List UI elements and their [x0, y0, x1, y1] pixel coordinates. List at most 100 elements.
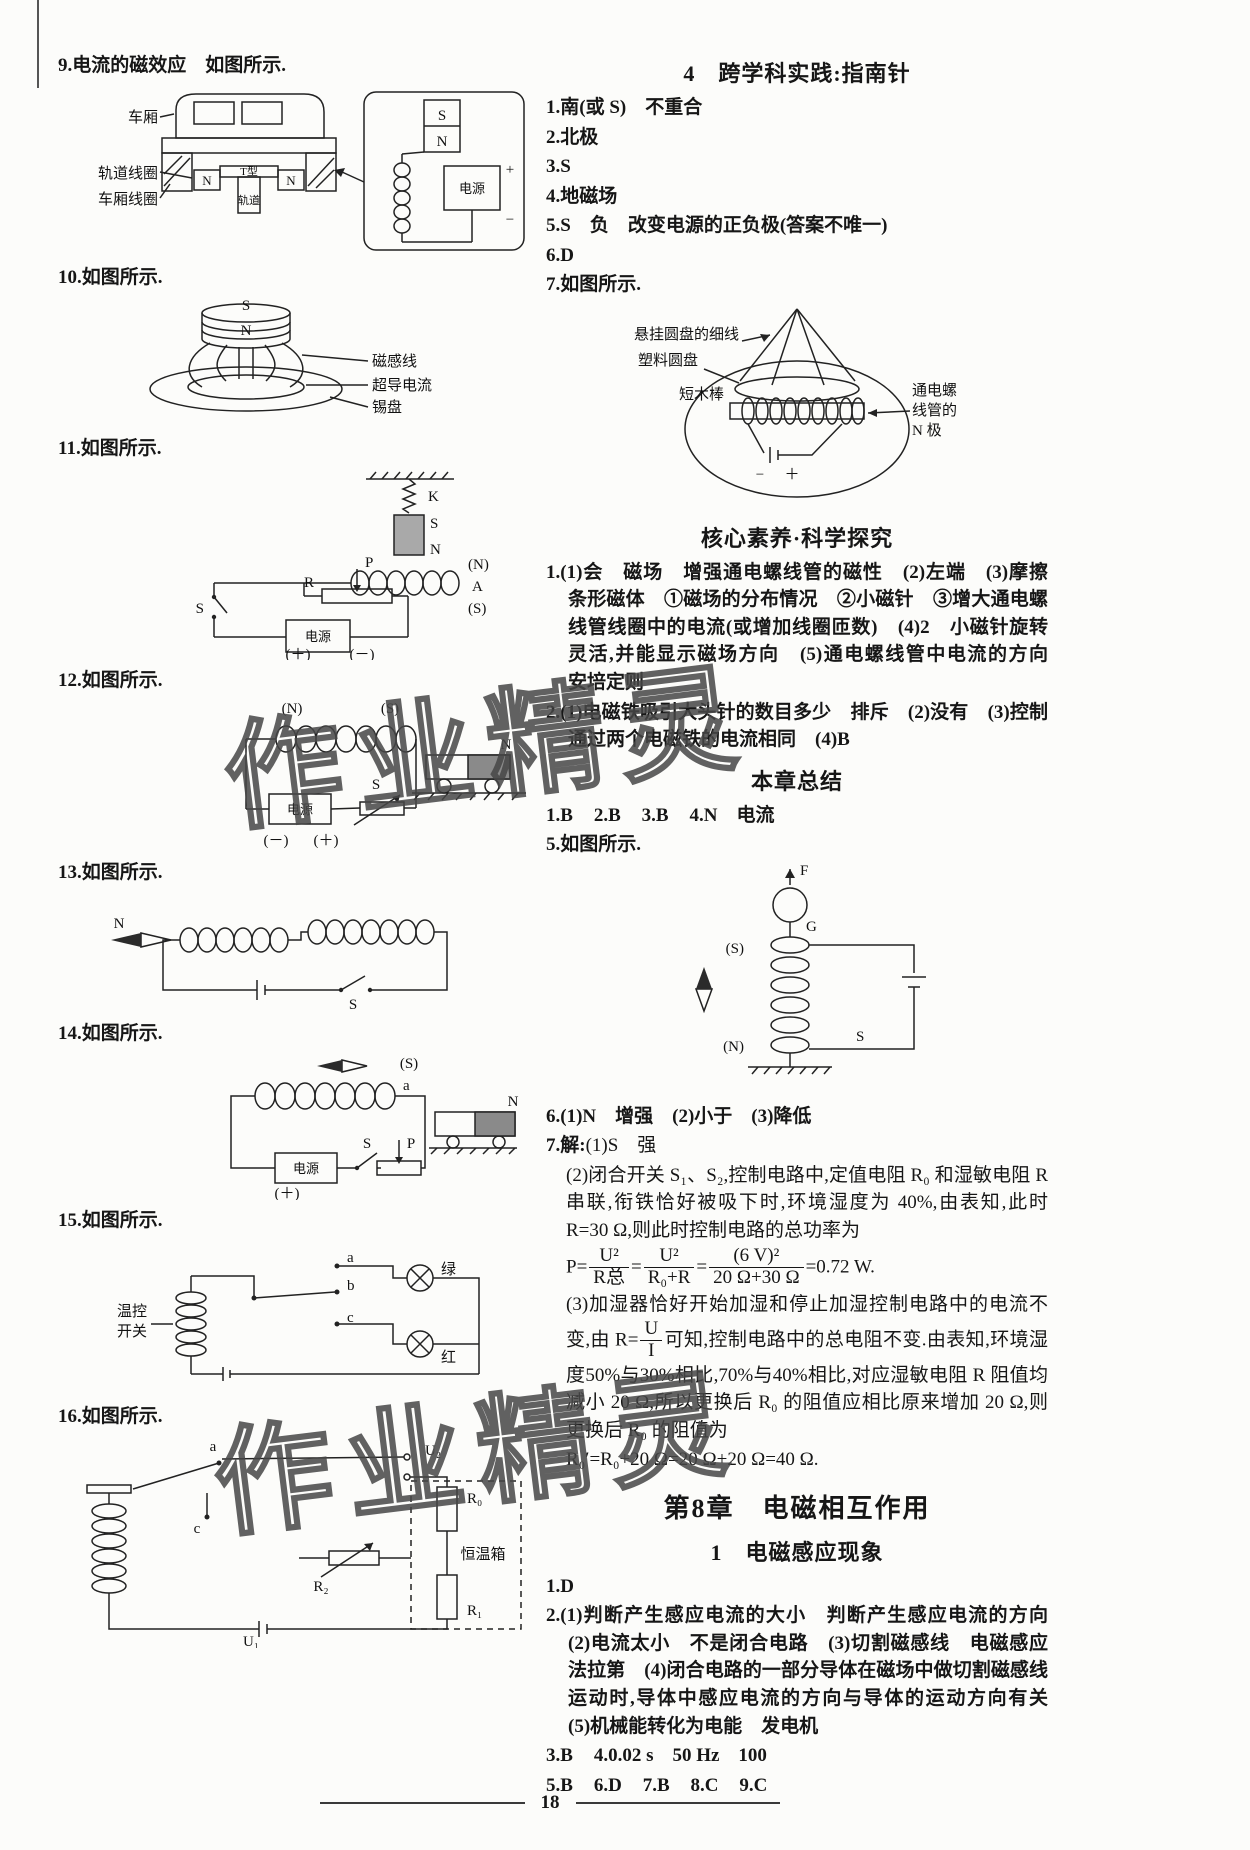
em-answers-3-4: 3.B 4.0.02 s 50 Hz 100: [546, 1742, 1048, 1770]
thermal-switch-lamp-circuit: 温控 开关 a b c 绿 红: [117, 1250, 480, 1382]
question-13: 13.如图所示.: [58, 860, 540, 886]
question-text: 如图所示.: [81, 1023, 163, 1045]
numerator: U: [640, 1318, 663, 1341]
answer-2: 2.北极: [546, 124, 1048, 152]
maglev-train-diagram: 车厢 轨道线圈 车厢线圈 T型 轨道 N N S N 电源 + −: [98, 90, 525, 251]
label-u1: U₁: [243, 1634, 259, 1648]
vertical-solenoid-scale-diagram: F G (S) (N) S: [694, 863, 926, 1075]
answer-num: 4.: [546, 185, 561, 207]
label-switch-s: S: [363, 1136, 371, 1152]
denominator: R总: [593, 1267, 625, 1289]
question-16: 16.如图所示.: [58, 1404, 540, 1430]
contact-c: [204, 1514, 210, 1520]
answer-text: B: [655, 804, 669, 826]
label-power-source: 电源: [287, 802, 313, 817]
switch-pivot: [338, 988, 344, 993]
answer-text: 地磁场: [560, 185, 618, 207]
label-slider-p: P: [365, 555, 373, 571]
answer-num: 4.: [593, 1745, 609, 1767]
solution-final-formula: R₀′=R₀+20 Ω=20 Ω+20 Ω=40 Ω.: [566, 1449, 819, 1471]
label-slider-p: P: [407, 1136, 415, 1152]
question-number: 13.: [58, 861, 82, 883]
figure-q13: N S: [58, 888, 540, 1018]
switch-contact: [367, 988, 373, 993]
contact-b: [334, 1289, 340, 1295]
answer-text: B: [560, 1745, 573, 1767]
answer-num: 5.: [546, 215, 561, 237]
hanging-disc-solenoid-diagram: 悬挂圆盘的细线 塑料圆盘 短木棒 通电螺 线管的 N 极 − ＋: [634, 308, 957, 498]
page-number: 18: [540, 1792, 560, 1813]
answer-num: 7.: [642, 1774, 657, 1796]
slider-arrowhead: [392, 794, 400, 803]
answer-text: (1)N 增强 (2)小于 (3)降低: [560, 1105, 812, 1127]
answer-num: 1.: [546, 1575, 561, 1597]
car-magnet: [467, 753, 511, 780]
label-r0: R₀: [467, 1491, 482, 1507]
magnet-dish-drawing: [149, 303, 369, 413]
question-14: 14.如图所示.: [58, 1021, 540, 1047]
question-text: 如图所示.: [81, 669, 163, 691]
label-coil-n: (N): [282, 701, 303, 717]
figure-answer-7: 悬挂圆盘的细线 塑料圆盘 短木棒 通电螺 线管的 N 极 − ＋: [546, 301, 1048, 511]
label-arrowhead: [760, 333, 770, 342]
label-contact-a: a: [347, 1250, 354, 1266]
solution-part-2: (2)闭合开关 S₁、S₂,控制电路中,定值电阻 R₀ 和湿敏电阻 R 串联,衔…: [566, 1164, 1048, 1241]
solenoid-car-rheostat-circuit: (S) a N 电源 S P (＋): [230, 1056, 519, 1200]
question-12: 12.如图所示.: [58, 668, 540, 694]
label-r2: R₂: [313, 1579, 328, 1595]
formula-result: =0.72 W.: [805, 1256, 875, 1278]
label-coil-n: (N): [468, 557, 489, 573]
label-s-pole: S: [438, 108, 446, 124]
answer-num: 5.: [546, 834, 561, 856]
label-resistor-r: R: [304, 575, 314, 591]
question-number: 12.: [58, 669, 82, 691]
label-n-right: N: [286, 173, 296, 188]
label-power-source: 电源: [293, 1161, 319, 1176]
contact-c: [334, 1321, 340, 1327]
contact-a: [334, 1263, 340, 1269]
question-text: 电流的磁效应 如图所示.: [72, 55, 287, 76]
answer-1: 1.南(或 S) 不重合: [546, 94, 1048, 122]
question-15: 15.如图所示.: [58, 1208, 540, 1234]
answer-text: (1)判断产生感应电流的大小 判断产生感应电流的方向 (2)电流太小 不是闭合电…: [560, 1605, 1068, 1737]
bar-magnet: [393, 514, 425, 556]
answer-text: S: [560, 156, 571, 178]
answer-text: 0.02 s 50 Hz 100: [608, 1745, 767, 1767]
label-s-pole: S: [242, 298, 250, 314]
question-text: 如图所示.: [81, 861, 163, 883]
answer-num: 8.: [690, 1774, 705, 1796]
section-1-title: 1 电磁感应现象: [710, 1539, 884, 1565]
compass-needle-dark-half: [317, 1059, 342, 1072]
label-plus-terminal: (＋): [275, 1186, 300, 1200]
label-force-f: F: [800, 863, 808, 879]
answer-text: (1)会 磁场 增强通电螺线管的磁性 (2)左端 (3)摩擦 条形磁体 ①磁场的…: [560, 561, 1068, 694]
question-9: 9.电流的磁效应 如图所示.: [58, 53, 540, 79]
figure-q9: 车厢 轨道线圈 车厢线圈 T型 轨道 N N S N 电源 + −: [58, 82, 540, 262]
answer-6: 6.D: [546, 242, 1048, 270]
question-text: 如图所示.: [81, 1209, 163, 1231]
answer-num: 6.: [546, 244, 561, 266]
label-t-track-1: T型: [240, 164, 258, 178]
question-number: 14.: [58, 1023, 82, 1045]
solution-label: 解:: [560, 1135, 586, 1157]
answer-text: (1)电磁铁吸引大头针的数目多少 排斥 (2)没有 (3)控制通过两个电磁铁的电…: [560, 701, 1048, 751]
section-title-core-literacy: 核心素养·科学探究: [700, 525, 894, 551]
summary-answer-7-solution: 7.解:(1)S 强 (2)闭合开关 S₁、S₂,控制电路中,定值电阻 R₀ 和…: [546, 1132, 1048, 1473]
answer-num: 3.: [546, 156, 561, 178]
switch-pivot: [354, 1165, 360, 1171]
circuit-drawing: [213, 471, 460, 653]
answer-num: 3.: [546, 1745, 561, 1767]
figure-q11: K S N R P S 电源 (＋) (－) (N) A (S): [58, 465, 540, 665]
answer-num: 4.: [689, 804, 704, 826]
label-minus-terminal: (－): [350, 647, 375, 660]
answer-text: B: [608, 804, 621, 826]
solution-part-1: (1)S 强: [585, 1135, 657, 1157]
answer-num: 3.: [641, 804, 656, 826]
answer-text: S 负 改变电源的正负极(答案不唯一): [560, 215, 888, 237]
question-number: 15.: [58, 1209, 82, 1231]
